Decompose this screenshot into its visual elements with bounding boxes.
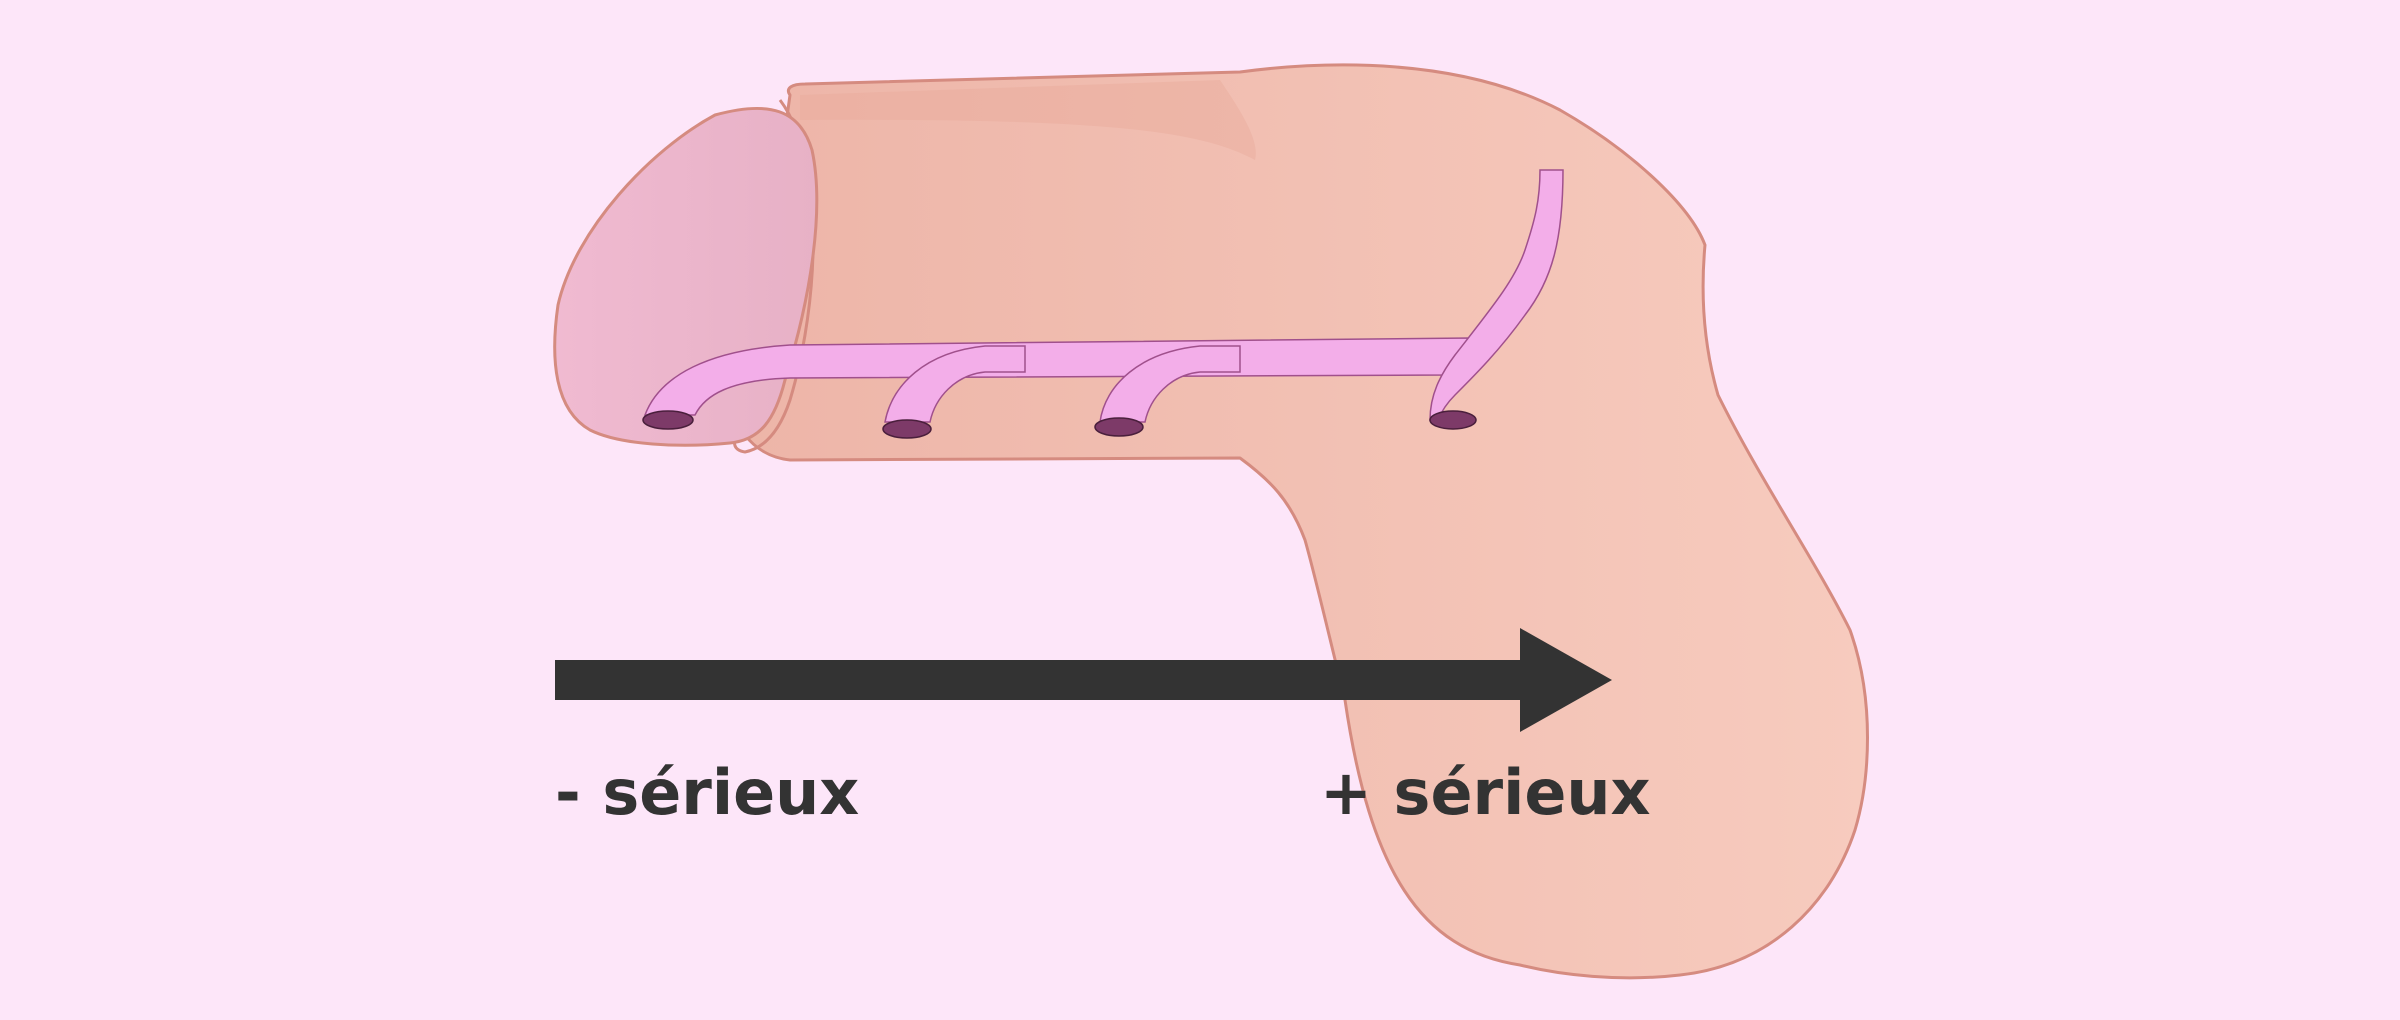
urethra-branch-2: [1099, 345, 1241, 423]
urethral-opening-proximal: [1429, 410, 1477, 430]
urethral-opening-distal: [882, 419, 932, 439]
more-serious-label: + sérieux: [1320, 756, 1651, 829]
shaft-shadow: [800, 80, 1256, 160]
less-serious-label: - sérieux: [555, 756, 860, 829]
urethral-opening-glans: [642, 410, 694, 430]
severity-arrow-shaft: [555, 660, 1527, 700]
urethra-branch-3: [884, 345, 1026, 423]
urethra-channel: [643, 337, 1472, 416]
urethral-opening-mid: [1094, 417, 1144, 437]
severity-arrow-head: [1520, 628, 1612, 732]
shaft-and-scrotum: [738, 63, 1869, 980]
